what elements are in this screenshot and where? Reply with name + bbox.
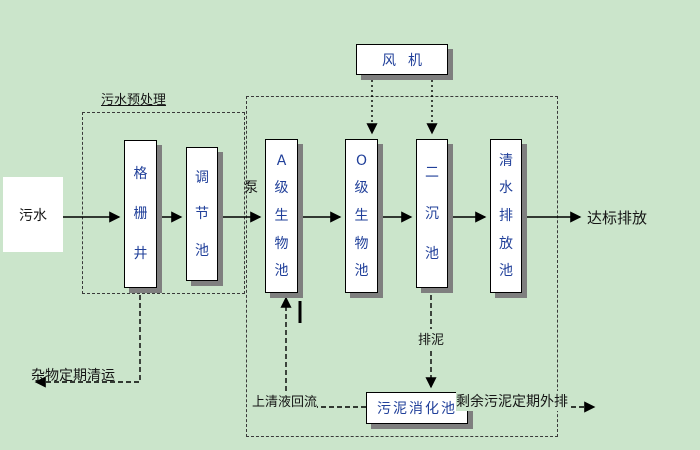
sewage-source-label: 污水 xyxy=(3,177,63,252)
clean-water-discharge-tank-label: 清水排放池 xyxy=(499,152,513,280)
pretreatment-dashed-region xyxy=(82,112,245,294)
fan-box: 风机 xyxy=(356,44,448,75)
sewage-source-text: 污水 xyxy=(19,207,47,224)
pump-label: 泵 xyxy=(244,180,258,196)
secondary-sedimentation-tank: 二沉池 xyxy=(416,139,448,288)
grid-well-label: 格栅井 xyxy=(133,166,148,262)
excess-sludge-label: 剩余污泥定期外排 xyxy=(456,391,568,411)
debris-removal-arrow xyxy=(34,287,141,388)
pretreatment-group-label: 污水预处理 xyxy=(101,93,167,108)
sludge-digestion-tank-label: 污泥消化池 xyxy=(377,401,457,417)
sludge-drain-label: 排泥 xyxy=(415,329,447,348)
sludge-digestion-tank: 污泥消化池 xyxy=(366,392,468,424)
main-treatment-dashed-region xyxy=(246,96,558,437)
clean-water-discharge-tank: 清水排放池 xyxy=(490,139,522,293)
debris-removal-label: 杂物定期清运 xyxy=(31,368,115,384)
secondary-sedimentation-tank-label: 二沉池 xyxy=(425,165,439,262)
regulating-tank-label: 调节池 xyxy=(195,169,209,259)
regulating-tank: 调节池 xyxy=(186,147,218,281)
discharge-standard-label: 达标排放 xyxy=(587,209,648,227)
supernatant-return-label: 上清液回流 xyxy=(252,391,318,410)
fan-label: 风机 xyxy=(382,52,434,69)
grid-well-tank: 格栅井 xyxy=(124,140,157,288)
